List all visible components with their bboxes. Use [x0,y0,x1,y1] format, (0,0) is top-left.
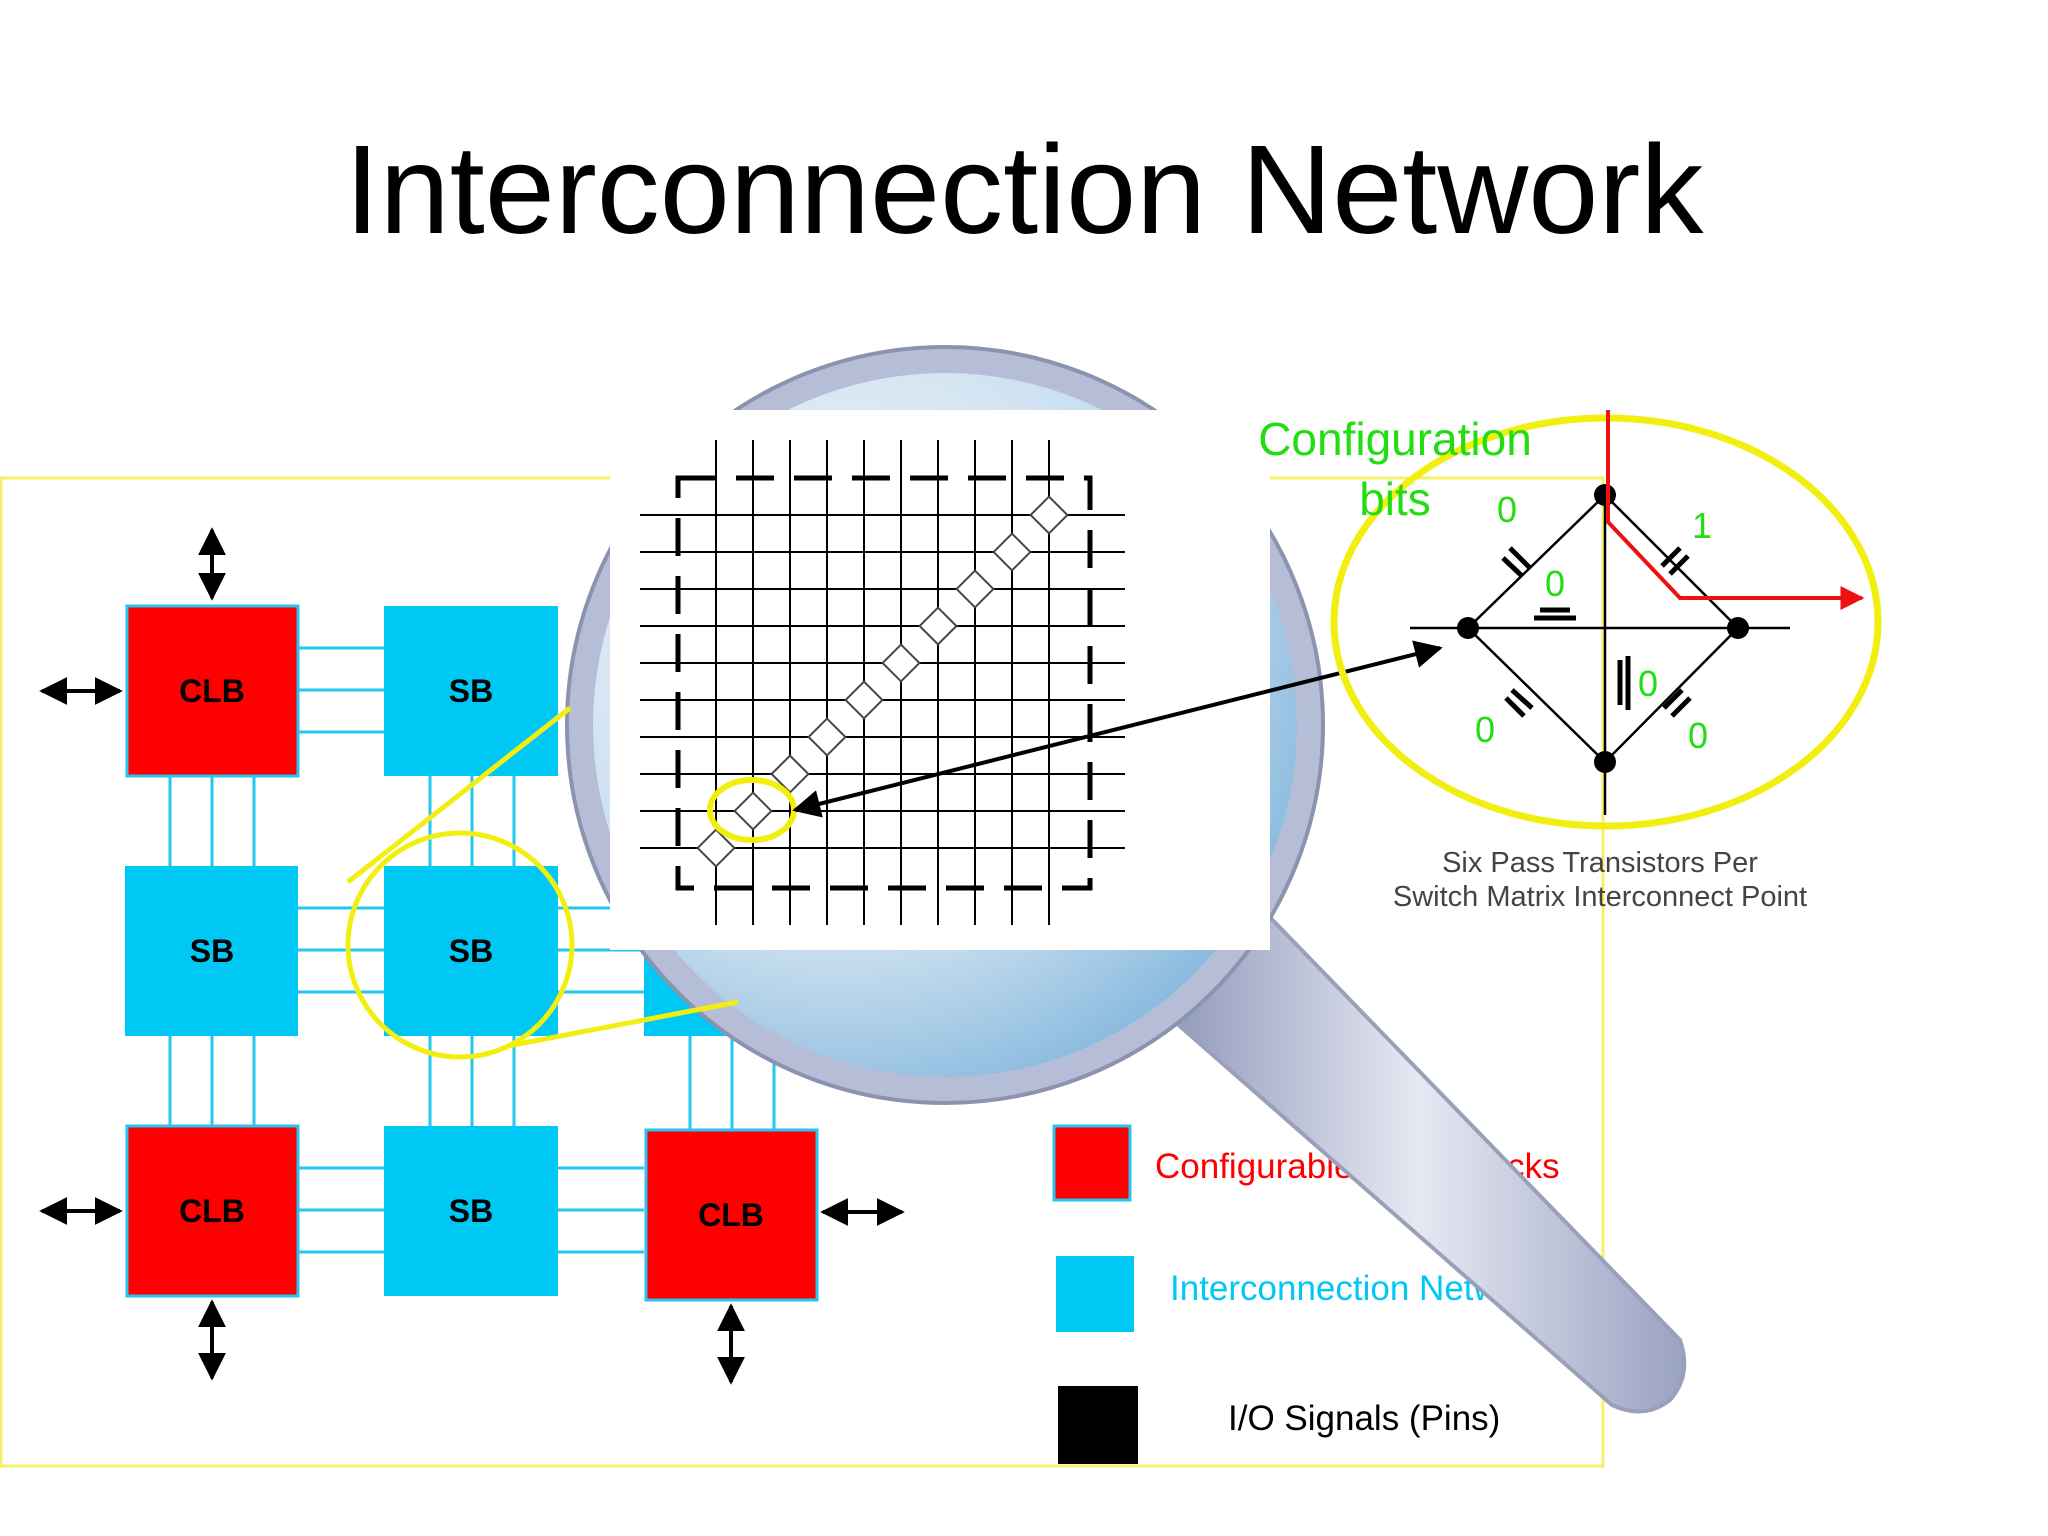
block-clb-bottom-left: CLB [125,1124,300,1298]
bit-vertical: 0 [1638,663,1658,704]
detail-arrow [792,640,1443,818]
legend-swatch-interconnect [1056,1256,1134,1332]
config-bits-title: Configuration [1258,413,1532,465]
active-route [1606,410,1865,610]
svg-text:SB: SB [449,933,493,969]
legend-label-io: I/O Signals (Pins) [1228,1399,1500,1438]
bit-upper-right: 1 [1692,505,1712,546]
block-sb-mid-left: SB [125,866,298,1036]
slide-title: Interconnection Network [344,119,1704,260]
legend-swatch-io [1058,1386,1138,1464]
bit-lower-left: 0 [1475,709,1495,750]
bit-horizontal: 0 [1545,563,1565,604]
block-clb-top-left: CLB [125,604,300,778]
block-sb-center: SB [384,866,558,1036]
block-sb-bottom-middle: SB [384,1126,558,1296]
svg-text:SB: SB [449,673,493,709]
svg-text:CLB: CLB [179,1193,245,1229]
svg-text:SB: SB [190,933,234,969]
bit-lower-right: 0 [1688,715,1708,756]
io-arrows [39,527,905,1385]
magnifier-handle [1146,902,1687,1414]
detail-caption-1: Six Pass Transistors Per [1442,847,1758,879]
svg-text:CLB: CLB [698,1197,764,1233]
zoom-callout [345,706,739,1060]
bit-upper-left: 0 [1497,489,1517,530]
block-sb-top-middle: SB [384,606,558,776]
detail-caption-2: Switch Matrix Interconnect Point [1393,881,1807,913]
legend-swatch-clb [1052,1124,1132,1202]
switch-matrix-panel [610,410,1270,950]
svg-text:SB: SB [449,1193,493,1229]
block-clb-bottom-right: CLB [644,1128,819,1302]
svg-text:CLB: CLB [179,673,245,709]
pass-transistor-detail: Configuration bits 0 1 0 0 0 0 Six Pass … [1258,410,1882,913]
config-bits-title-2: bits [1359,473,1431,525]
